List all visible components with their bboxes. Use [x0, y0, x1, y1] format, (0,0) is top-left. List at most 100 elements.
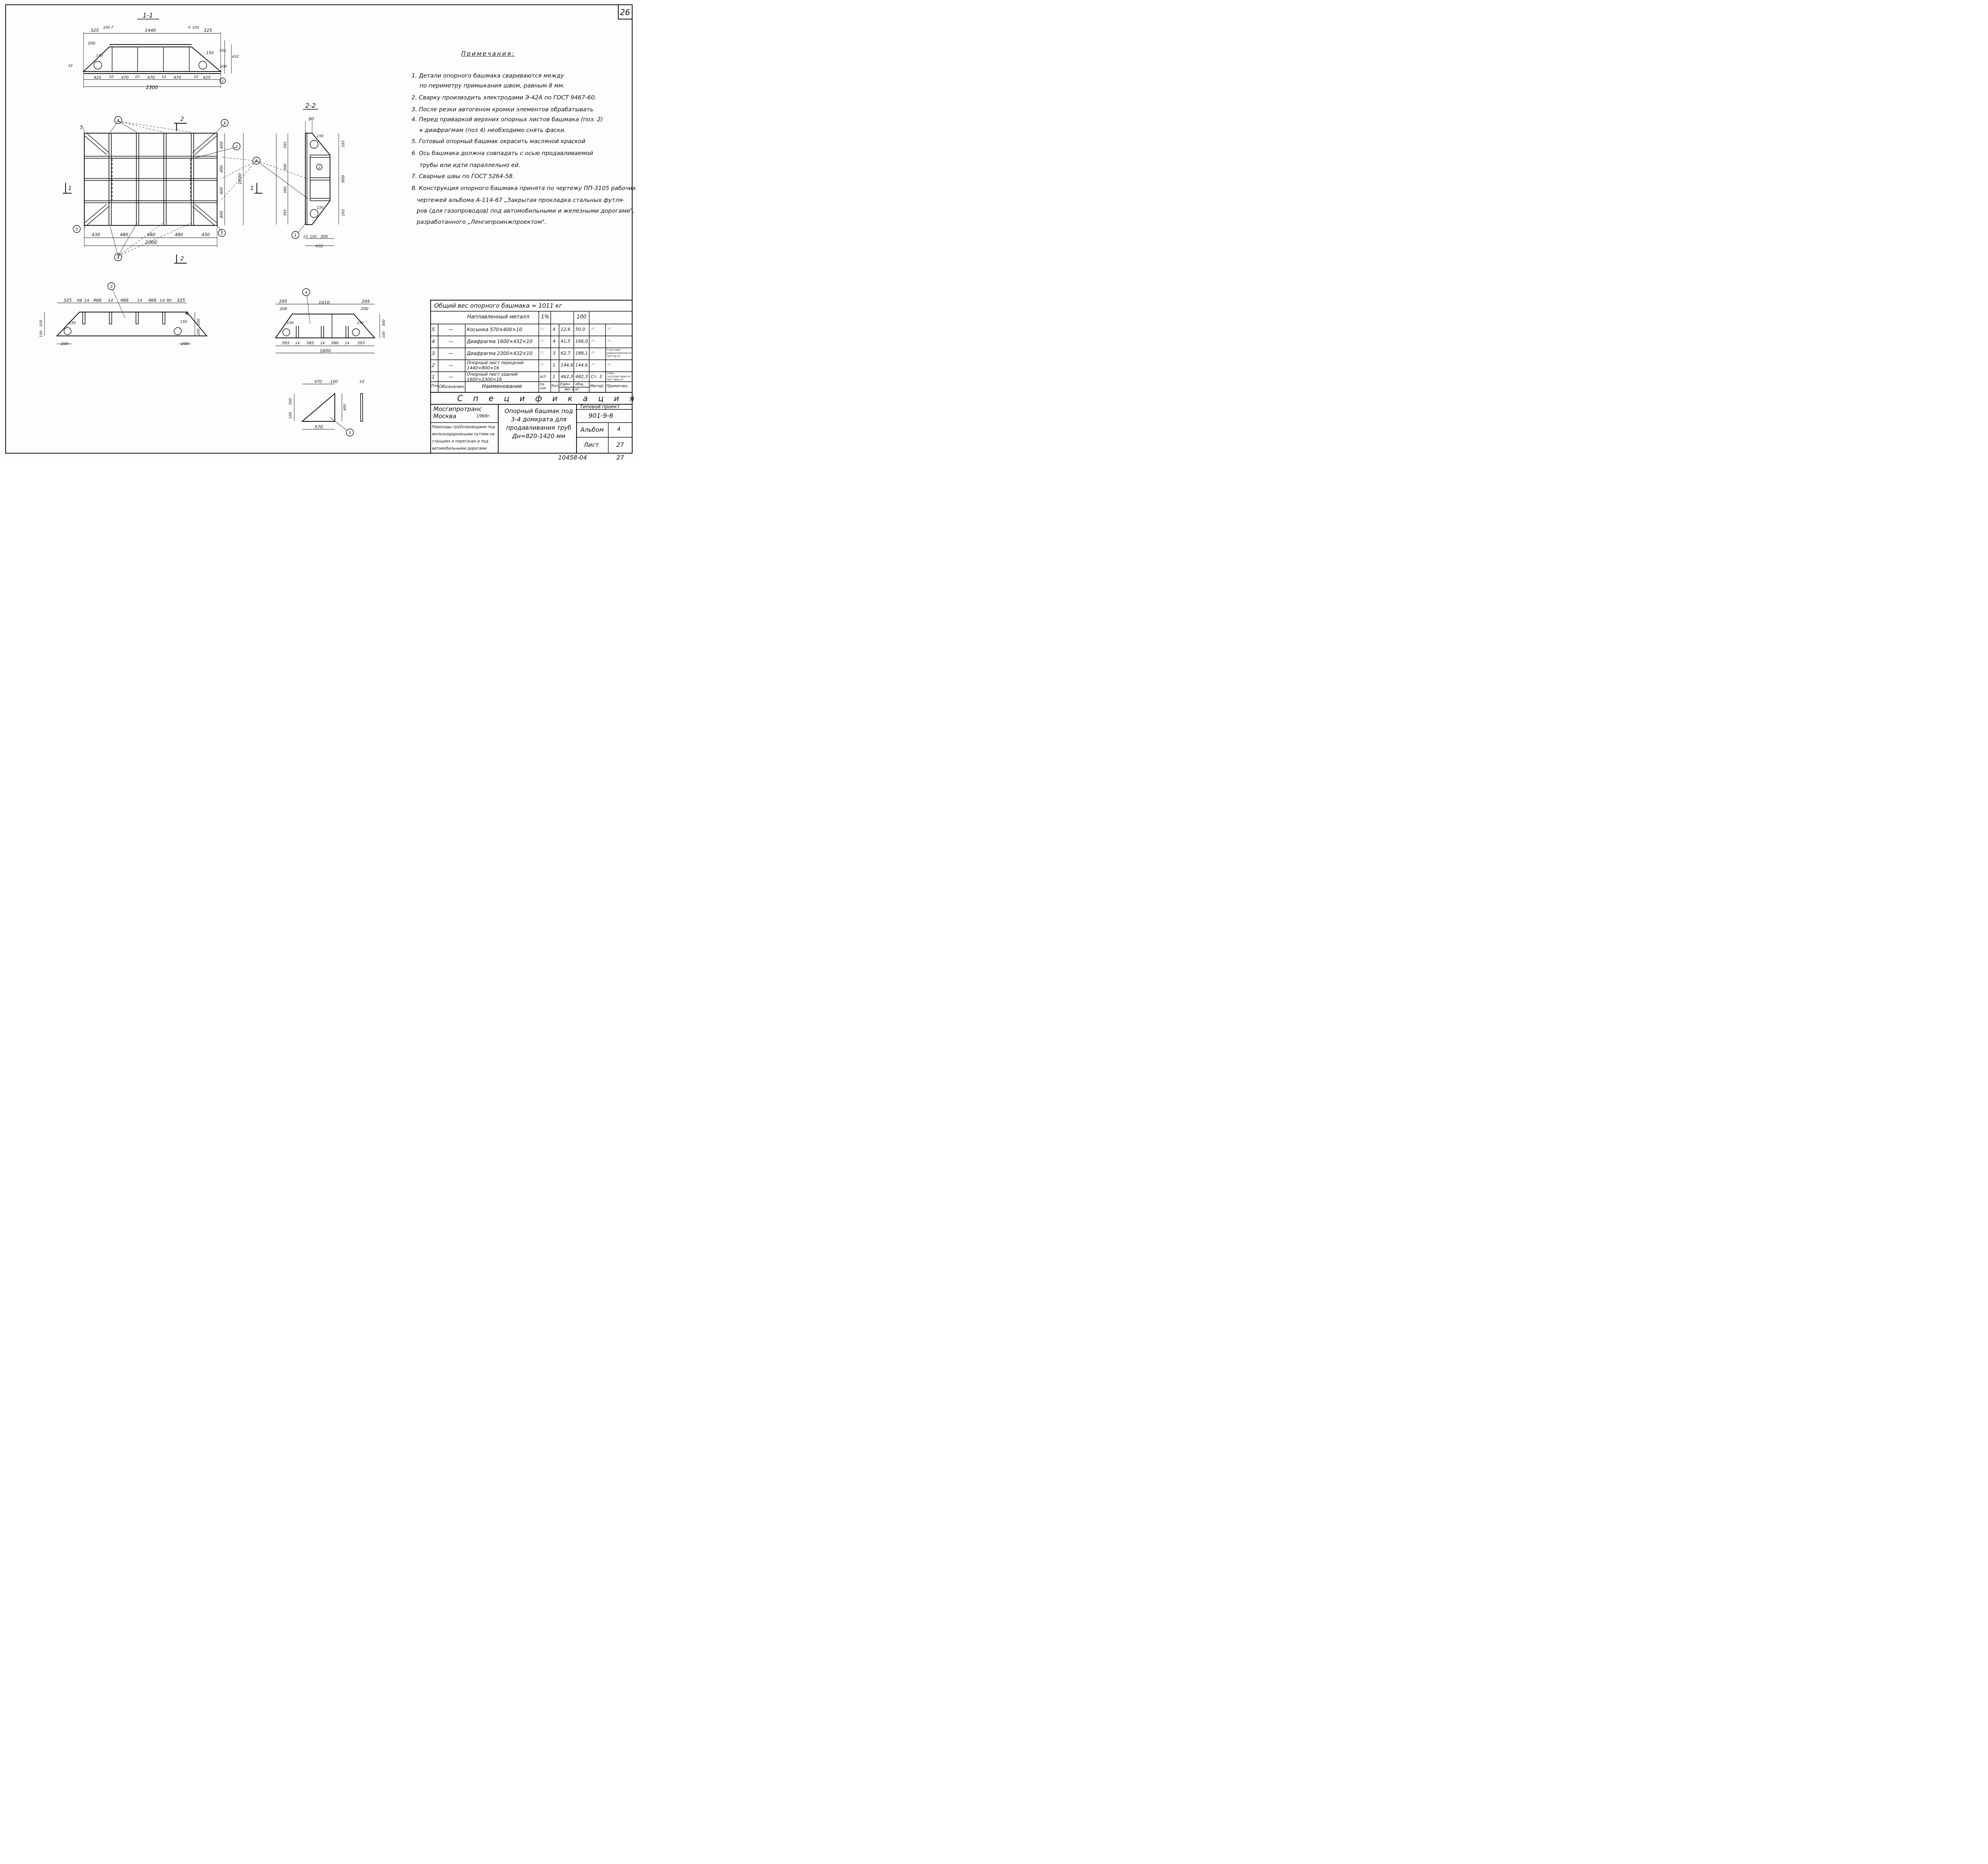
pos-plan-3: 3 [255, 159, 258, 163]
hole-p3-right: 150 [180, 320, 187, 324]
note-line-3: 2. Сварку производить электродами Э-42А … [412, 95, 597, 101]
dim-plan-3: 480 [175, 232, 183, 237]
dim-1-1-top-2: 7 [111, 26, 113, 30]
dim-p4-top-2: 295 [362, 299, 370, 304]
dim-2-2-top: 90 [309, 116, 314, 122]
title-sheet-number: 27 [616, 441, 624, 448]
dim-2-2-left-6: 395 [283, 209, 287, 216]
dim-p3-left-1: 100 [39, 330, 43, 337]
hole-2-2-top: 150 [316, 134, 323, 138]
spec-row-material: -"- [591, 328, 595, 332]
spec-header-weight-kg: вес в кг [565, 388, 579, 392]
weld-metal-pct: 1% [541, 314, 549, 320]
dim-p5-top-1: 100 [330, 380, 338, 384]
spec-row-note: -"- [607, 328, 612, 332]
dim-1-1-bot-6: 470 [173, 76, 181, 80]
spec-row-total-weight: 462,3 [575, 374, 588, 379]
part-5-gusset [294, 384, 363, 436]
spec-row-total-weight: 188,1 [575, 351, 588, 356]
hole-1-1-right: 150 [206, 51, 214, 55]
spec-row-total-weight: 50,0 [575, 327, 585, 332]
dim-1-1-total: 2300 [146, 85, 158, 90]
spec-row-qty: 1 [553, 374, 555, 379]
plan-view [63, 116, 262, 264]
hole-2-2-bottom: 150 [316, 206, 323, 210]
dim-2-2-right-3: 800 [341, 175, 346, 182]
pos-plan-4-top: 4 [117, 118, 119, 123]
dim-p3-top-2: 14 [84, 299, 89, 303]
dim-1-1-bot-4: 470 [147, 76, 155, 80]
spec-row-qty: 4 [553, 327, 555, 332]
spec-header-unit: Ед. изм [540, 382, 546, 390]
spec-row-note: -"- [607, 363, 612, 367]
pos-2-2-2: 2 [318, 166, 320, 170]
dim-plan-right-2: 400 [219, 187, 224, 194]
dim-2-2-left-4: 390 [283, 186, 287, 193]
note-line-6: к диафрагмам (поз 4) необходимо снять фа… [419, 127, 566, 134]
weld-metal-value: 100 [577, 314, 586, 320]
dim-plan-4: 430 [202, 232, 210, 237]
title-series: Переходы трубопроводами под железнодорож… [432, 425, 495, 451]
pos-part-4: 4 [305, 291, 307, 295]
spec-row-qty: 3 [553, 351, 555, 356]
spec-row-pos: 4 [432, 339, 435, 344]
section-2-2-view [256, 109, 339, 246]
title-block [430, 392, 633, 454]
section-mark-1-right: 1 [250, 185, 254, 192]
spec-row-desig: — [448, 339, 453, 344]
dim-p4-bot-3: 14 [320, 341, 325, 345]
section-1-1-label: 1-1 [143, 12, 153, 19]
dim-1-1-top-4: 0 [188, 26, 190, 30]
dim-1-1-side-3: 100 [220, 65, 227, 69]
note-line-4: 3. После резки автогеном кромки элементо… [412, 107, 594, 113]
spec-row-total-weight: 144,6 [575, 363, 588, 368]
hole-p3-left: 150 [69, 321, 76, 325]
pos-plan-5-bl: 5 [76, 227, 78, 232]
dim-1-1-bot-0: 425 [93, 76, 101, 80]
section-mark-2-top: 2 [181, 116, 184, 122]
dim-1-1-bot-8: 425 [203, 76, 210, 80]
dim-p4-bot-2: 385 [306, 341, 314, 345]
dim-2-2-right-0: 295 [342, 140, 346, 147]
dim-p3-top-3: 466 [93, 298, 102, 303]
section-mark-1-left: 1 [68, 185, 72, 192]
note-line-8: 6. Ось башмака должна совпадать с осью п… [412, 150, 593, 157]
spec-row-name: Косынка 570×400×10 [467, 327, 522, 332]
dim-1-1-top-5: 100 [192, 26, 199, 30]
spec-row-note: -"- [607, 339, 612, 343]
dim-p3-top-8: 14 [160, 299, 165, 303]
weld-metal-label: Наплавленный металл [467, 314, 530, 320]
spec-row-unit: -"- [540, 351, 544, 355]
pos-1-1-1: 1 [221, 80, 224, 83]
dim-2-2-bot-1: 100 [310, 235, 316, 239]
spec-header-pos: Поз [431, 384, 439, 388]
dim-1-1-left-0: 200 [87, 41, 95, 46]
dim-1-1-bot-3: 10 [135, 75, 140, 79]
dim-p3-top-4: 14 [108, 299, 113, 303]
spec-title: Спецификация [457, 394, 645, 403]
dim-p3-bot-1: 200 [181, 342, 188, 346]
spec-header-note: Примечан. [606, 384, 629, 388]
dim-plan-0: 430 [92, 232, 100, 237]
spec-row-unit: -"- [540, 328, 544, 332]
dim-p4-left: 200 [280, 307, 287, 311]
note-line-11: 8. Конструкция опорного башмака принята … [412, 185, 636, 192]
spec-row-desig: — [448, 327, 453, 332]
dim-p5-thickness: 10 [359, 380, 365, 384]
spec-row-pos: 5 [432, 327, 435, 332]
note-line-10: 7. Сварные швы по ГОСТ 5264-58. [412, 173, 514, 180]
note-line-7: 5. Готовый опорный башмак окрасить масля… [412, 138, 586, 145]
spec-row-name: Опорный лист передний 1440×800×16 [467, 360, 524, 370]
pos-plan-4-bottom: 4 [117, 256, 119, 260]
title-project-number: 901-9-6 [588, 412, 613, 419]
dim-p4-total: 1600 [320, 348, 331, 353]
note-line-13: ров (для газопроводов) под автомобильным… [417, 208, 635, 214]
dim-plan-right-1: 400 [219, 165, 224, 173]
spec-row-pos: 3 [432, 351, 435, 356]
dim-1-1-bot-1: 10 [109, 75, 114, 79]
spec-row-unit: -"- [540, 363, 544, 367]
dim-1-1-top-6: 325 [204, 28, 212, 33]
dim-p3-top-6: 14 [137, 299, 142, 303]
dim-plan-total: 2300 [145, 240, 157, 245]
section-2-2-label: 2-2 [305, 102, 316, 109]
